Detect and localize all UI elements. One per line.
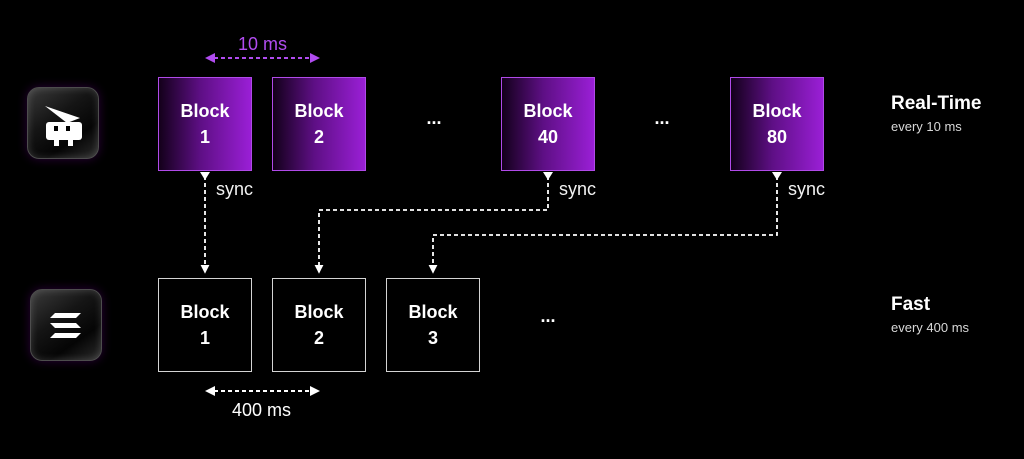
- sync-label-2: sync: [559, 179, 597, 199]
- block-word: Block: [294, 302, 344, 322]
- block-word: Block: [180, 302, 230, 322]
- block-number: 2: [313, 127, 324, 147]
- realtime-block-80: Block 80: [730, 77, 824, 171]
- block-number: 1: [199, 127, 210, 147]
- realtime-block-2: Block 2: [272, 77, 366, 171]
- block-number: 1: [199, 328, 210, 348]
- solana-logo-icon: [30, 289, 102, 361]
- fast-ellipsis: ...: [540, 306, 556, 326]
- sync-connector-3: [428, 176, 778, 274]
- fast-block-1: Block 1: [158, 278, 252, 372]
- fast-block-3: Block 3: [386, 278, 480, 372]
- block-word: Block: [408, 302, 458, 322]
- block-word: Block: [180, 101, 230, 121]
- fast-chain-title: Fast: [891, 294, 931, 315]
- block-word: Block: [523, 101, 573, 121]
- fast-interval-label: 400 ms: [232, 400, 292, 420]
- sync-origin-marker-1: [200, 172, 210, 180]
- block-word: Block: [752, 101, 802, 121]
- realtime-ellipsis-1: ...: [426, 108, 442, 128]
- pointy-hat-mascot-icon: [27, 87, 99, 159]
- realtime-ellipsis-2: ...: [654, 108, 670, 128]
- block-number: 3: [427, 328, 438, 348]
- fast-chain-subtitle: every 400 ms: [891, 320, 970, 335]
- realtime-chain-subtitle: every 10 ms: [891, 119, 962, 134]
- sync-label-3: sync: [788, 179, 826, 199]
- sync-label-1: sync: [216, 179, 254, 199]
- block-number: 80: [766, 127, 788, 147]
- realtime-interval-label: 10 ms: [238, 34, 288, 54]
- sync-connector-2: [314, 176, 549, 274]
- realtime-chain-title: Real-Time: [891, 93, 982, 114]
- fast-block-2: Block 2: [272, 278, 366, 372]
- sync-origin-marker-3: [772, 172, 782, 180]
- realtime-block-40: Block 40: [501, 77, 595, 171]
- sync-origin-marker-2: [543, 172, 553, 180]
- realtime-block-1: Block 1: [158, 77, 252, 171]
- block-word: Block: [294, 101, 344, 121]
- block-number: 40: [537, 127, 559, 147]
- block-number: 2: [313, 328, 324, 348]
